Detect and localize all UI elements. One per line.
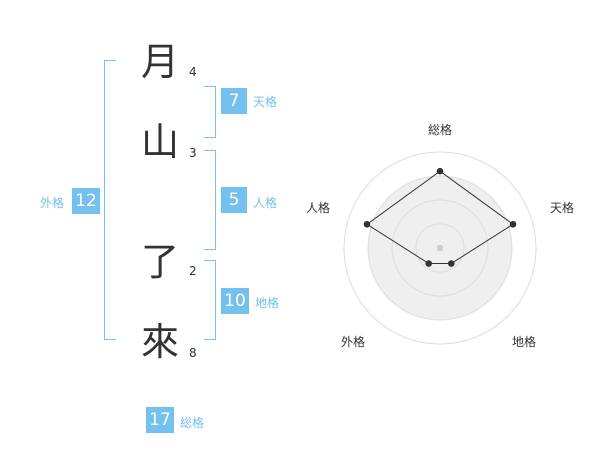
soukaku-value-badge: 17	[146, 407, 174, 433]
radar-rings	[343, 151, 537, 345]
name-char-1: 月	[140, 40, 179, 84]
gaikaku-label: 外格	[40, 196, 65, 210]
stroke-count-4: 8	[189, 346, 197, 360]
name-char-2: 山	[140, 120, 179, 164]
name-char-3: 了	[140, 240, 179, 284]
gaikaku-value-badge: 12	[72, 188, 100, 214]
chikaku-label: 地格	[255, 296, 280, 310]
radar-label-gaikaku: 外格	[340, 335, 365, 349]
name-char-4: 來	[140, 320, 179, 364]
radar-point-tenkaku	[509, 220, 517, 228]
radar-point-gaikaku	[425, 260, 433, 267]
stroke-count-3: 2	[189, 264, 197, 278]
radar-point-jinkaku	[363, 220, 371, 228]
radar-shape	[366, 170, 514, 264]
radar-label-tenkaku: 天格	[549, 201, 574, 215]
radar-label-soukaku: 総格	[427, 123, 452, 137]
jinkaku-value-badge: 5	[221, 187, 247, 213]
radar-label-chikaku: 地格	[511, 335, 536, 349]
stroke-count-2: 3	[189, 146, 197, 160]
radar-points	[363, 167, 517, 267]
stroke-count-1: 4	[189, 65, 197, 79]
radar-point-chikaku	[447, 260, 455, 267]
chikaku-bracket	[204, 260, 216, 340]
jinkaku-bracket	[204, 150, 216, 250]
soukaku-label: 総格	[180, 416, 205, 430]
radar-label-jinkaku: 人格	[305, 201, 330, 215]
radar-ring-1	[415, 223, 465, 273]
radar-ring-4	[343, 151, 537, 345]
radar-ring-2	[391, 199, 489, 297]
radar-ring-3	[367, 175, 513, 321]
gaikaku-bracket	[104, 60, 116, 340]
radar-center-dot	[436, 244, 444, 252]
tenkaku-label: 天格	[253, 95, 278, 109]
radar-point-soukaku	[436, 167, 444, 175]
jinkaku-label: 人格	[253, 196, 278, 210]
chikaku-value-badge: 10	[221, 288, 249, 314]
tenkaku-value-badge: 7	[221, 88, 247, 114]
tenkaku-bracket	[204, 86, 216, 138]
